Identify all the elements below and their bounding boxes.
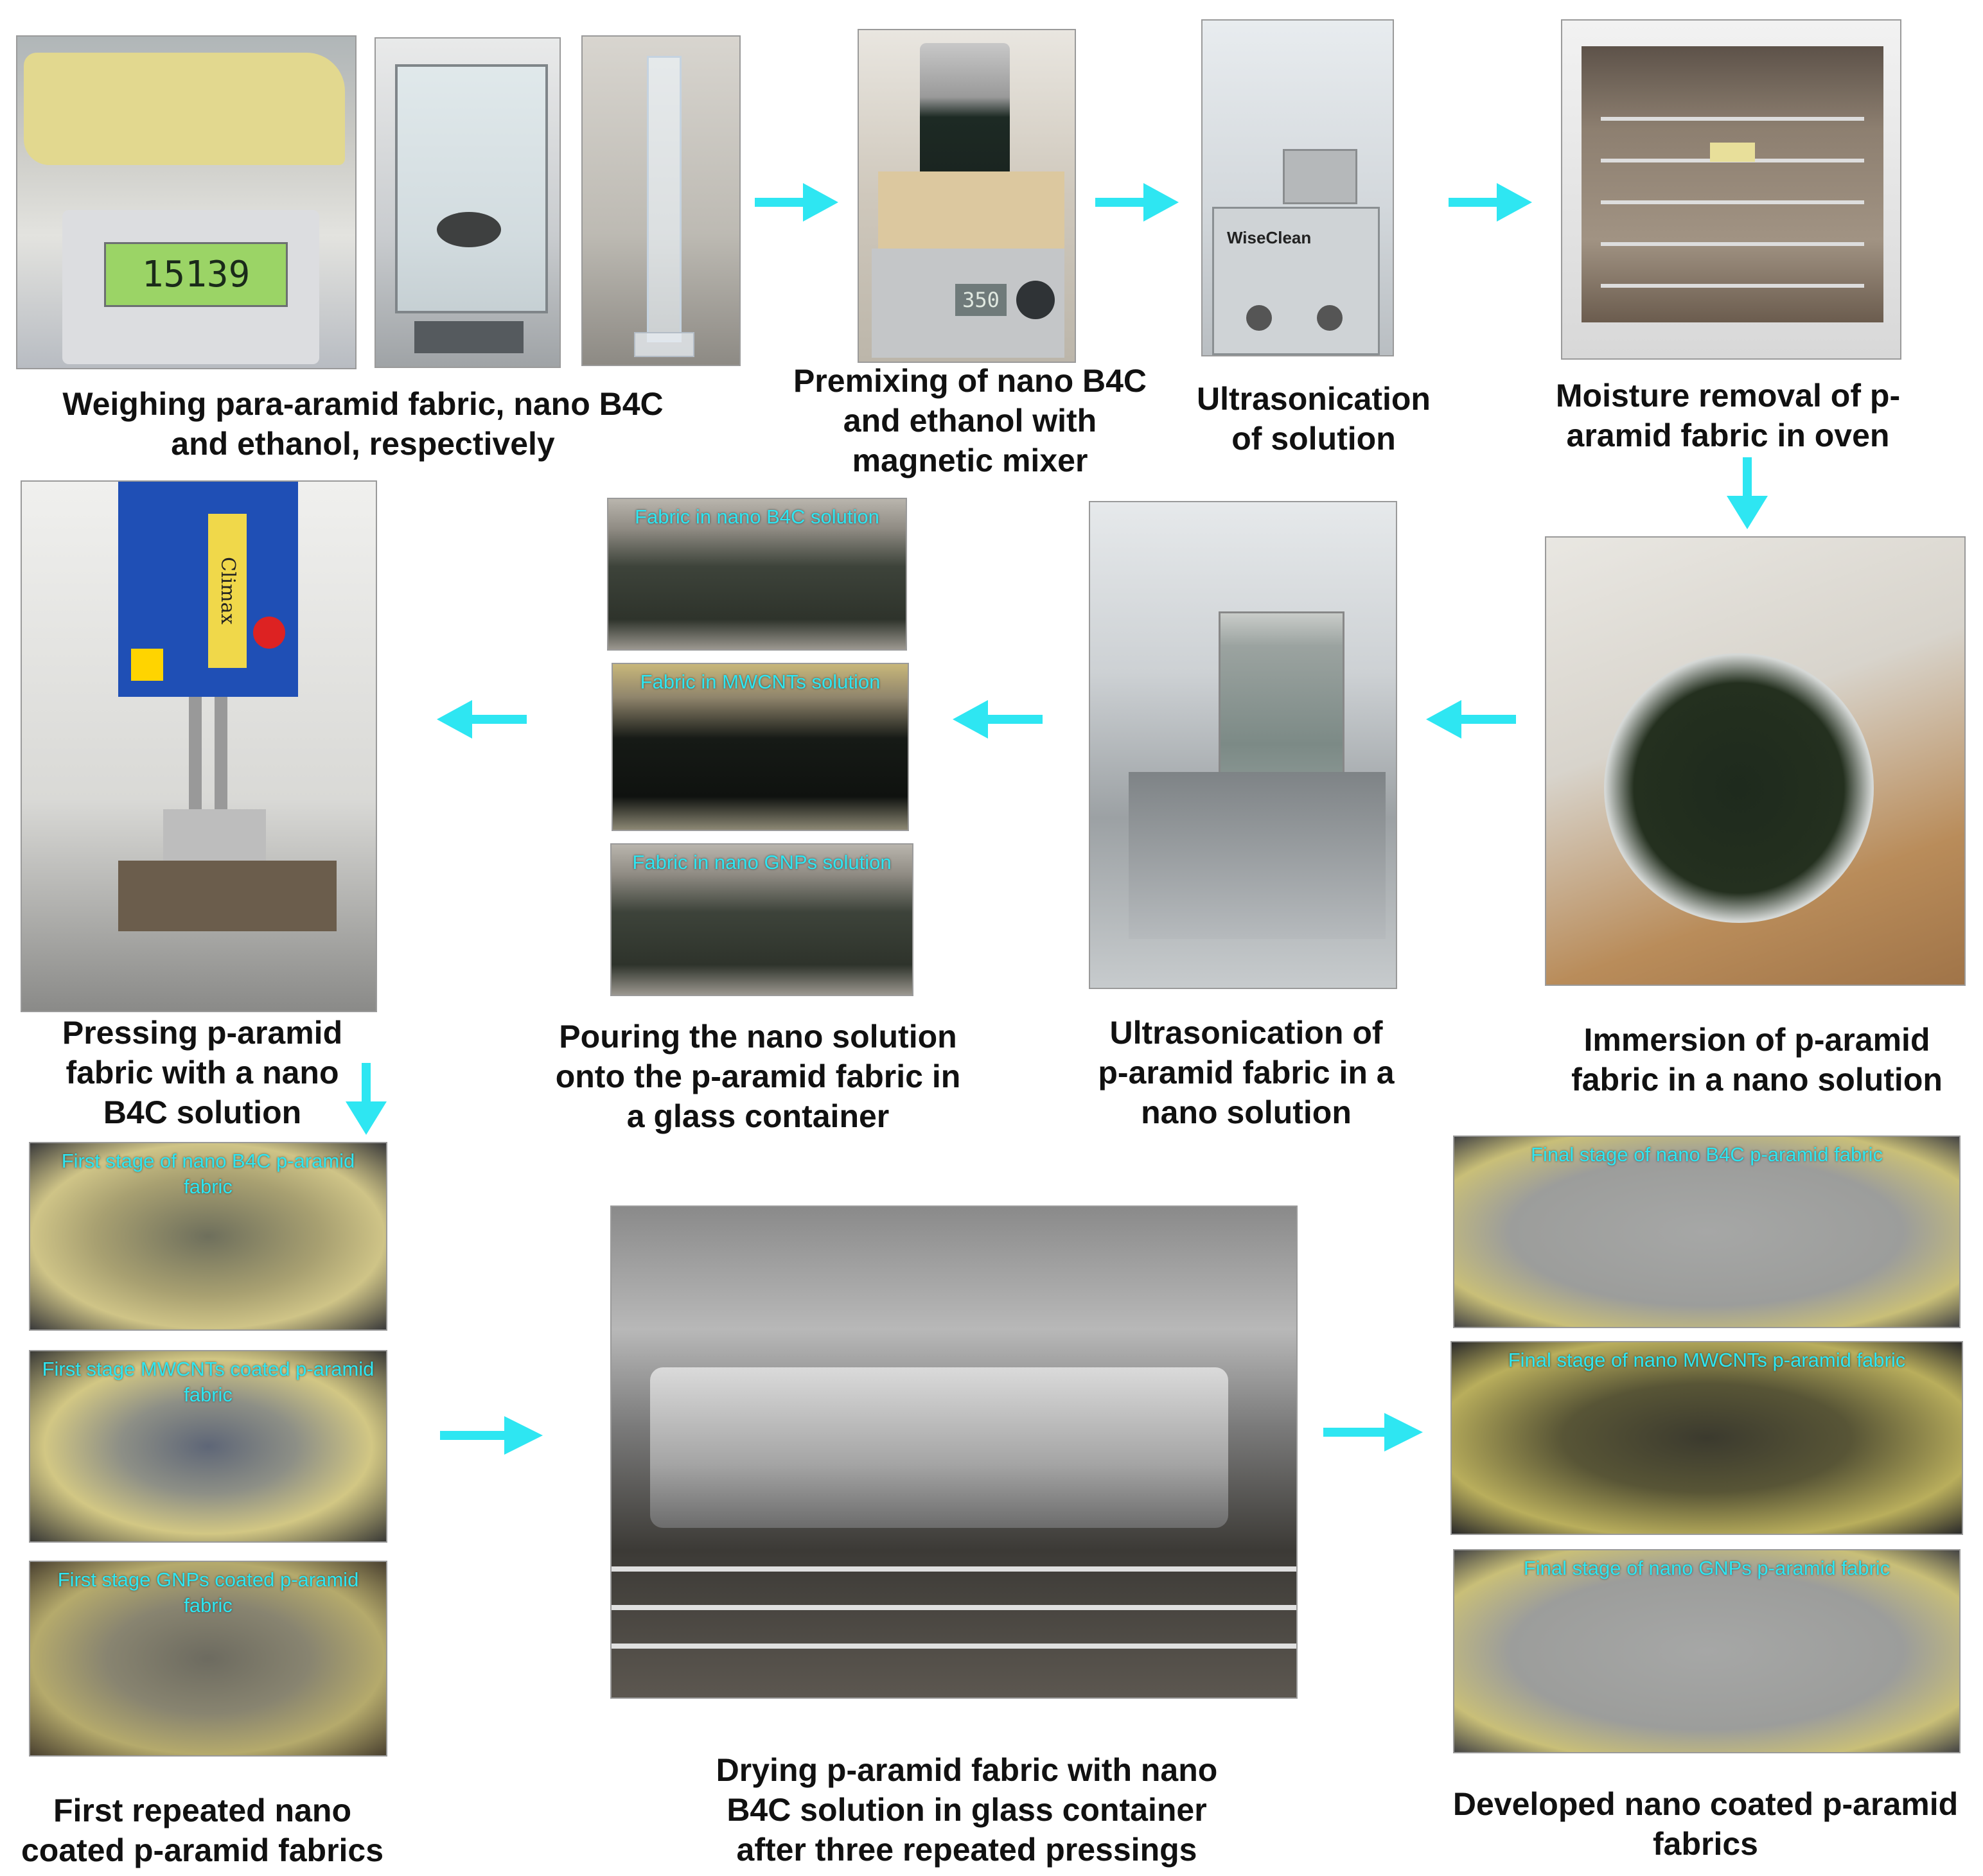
glass-enclosure — [395, 64, 548, 313]
photo-first-mwcnts: First stage MWCNTs coated p-aramid fabri… — [29, 1350, 387, 1543]
label-final-gnps: Final stage of nano GNPs p-aramid fabric — [1523, 1557, 1890, 1579]
press-lower-plate — [118, 861, 337, 931]
mixer-knob — [1016, 281, 1055, 319]
oven-chamber — [1582, 46, 1883, 322]
press-plate-foil — [163, 809, 266, 861]
photo-dish-mwcnts: Fabric in MWCNTs solution — [612, 663, 909, 831]
fabric-in-oven — [1710, 143, 1755, 162]
arrow-down-2 — [346, 1063, 387, 1135]
label-dish-b4c: Fabric in nano B4C solution — [635, 505, 879, 528]
caption-drying: Drying p-aramid fabric with nano B4C sol… — [716, 1752, 1218, 1868]
label-first-b4c: First stage of nano B4C p-aramid fabric — [61, 1150, 355, 1198]
photo-immersion-cup — [1545, 536, 1966, 986]
caption-immersion: Immersion of p-aramid fabric in a nano s… — [1571, 1022, 1943, 1098]
caption-pouring: Pouring the nano solution onto the p-ara… — [555, 1019, 961, 1134]
label-final-mwcnts: Final stage of nano MWCNTs p-aramid fabr… — [1508, 1349, 1906, 1371]
photo-balance-with-fabric: 15139 — [16, 35, 357, 369]
caption-pressing: Pressing p-aramid fabric with a nano B4C… — [62, 1015, 343, 1130]
cylinder-tube — [647, 56, 682, 342]
cylinder-base — [634, 332, 694, 357]
photo-first-gnps: First stage GNPs coated p-aramid fabric — [29, 1561, 387, 1757]
photo-drying-oven — [610, 1205, 1298, 1699]
bath-brand: WiseClean — [1227, 228, 1312, 247]
power-switch — [131, 649, 163, 681]
photo-ultrasonic-fabric — [1089, 501, 1397, 989]
photo-dish-gnps: Fabric in nano GNPs solution — [610, 843, 913, 996]
balance-base — [414, 321, 524, 353]
photo-dish-b4c: Fabric in nano B4C solution — [607, 498, 907, 651]
balance-display: 15139 — [104, 242, 288, 307]
photo-ultrasonic-bath: WiseClean — [1201, 19, 1394, 356]
foil-covered-beaker — [1283, 149, 1357, 204]
fabric-sample — [24, 53, 345, 165]
photo-final-b4c: Final stage of nano B4C p-aramid fabric — [1453, 1135, 1961, 1328]
caption-moisture-removal: Moisture removal of p- aramid fabric in … — [1555, 378, 1901, 453]
press-control-box: Climax — [118, 482, 298, 697]
emergency-stop — [253, 617, 285, 649]
beaker-dark-solution — [920, 43, 1010, 178]
arrow-right-5 — [1323, 1413, 1423, 1451]
photo-graduated-cylinder — [581, 35, 741, 366]
caption-ultrasonication-solution: Ultrasonication of solution — [1197, 381, 1431, 457]
photo-magnetic-mixer: 350 — [858, 29, 1076, 363]
cup-dark-solution — [1604, 653, 1874, 923]
arrow-left-3 — [437, 700, 527, 739]
photo-press-machine: Climax — [21, 480, 377, 1012]
photo-oven — [1561, 19, 1901, 360]
arrow-right-1 — [755, 183, 838, 222]
label-final-b4c: Final stage of nano B4C p-aramid fabric — [1531, 1143, 1883, 1166]
label-first-gnps: First stage GNPs coated p-aramid fabric — [57, 1568, 359, 1617]
caption-ultrasonication-fabric: Ultrasonication of p-aramid fabric in a … — [1098, 1015, 1395, 1130]
label-dish-mwcnts: Fabric in MWCNTs solution — [640, 671, 881, 693]
caption-premixing: Premixing of nano B4C and ethanol with m… — [793, 363, 1147, 478]
foil-covered-container — [650, 1367, 1228, 1528]
bath-knob-right — [1317, 305, 1343, 331]
caption-developed: Developed nano coated p-aramid fabrics — [1452, 1786, 1959, 1862]
weighing-pan — [437, 212, 501, 247]
arrow-right-2 — [1095, 183, 1179, 222]
bath-knob-left — [1246, 305, 1272, 331]
arrow-left-1 — [1426, 700, 1516, 739]
mixer-display: 350 — [955, 284, 1007, 316]
bath-basket — [1129, 772, 1386, 939]
photo-analytical-balance — [375, 37, 561, 368]
label-first-mwcnts: First stage MWCNTs coated p-aramid fabri… — [42, 1358, 375, 1406]
hot-plate — [878, 171, 1064, 249]
arrow-right-3 — [1449, 183, 1532, 222]
caption-first-repeated: First repeated nano coated p-aramid fabr… — [21, 1793, 384, 1868]
caption-weighing: Weighing para-aramid fabric, nano B4C an… — [62, 386, 664, 462]
arrow-left-2 — [953, 700, 1043, 739]
photo-first-b4c: First stage of nano B4C p-aramid fabric — [29, 1142, 387, 1331]
arrow-right-4 — [440, 1416, 543, 1455]
photo-final-mwcnts: Final stage of nano MWCNTs p-aramid fabr… — [1450, 1341, 1963, 1535]
label-dish-gnps: Fabric in nano GNPs solution — [632, 851, 892, 873]
arrow-down-1 — [1727, 457, 1768, 529]
bath-body: WiseClean — [1212, 207, 1380, 355]
photo-final-gnps: Final stage of nano GNPs p-aramid fabric — [1453, 1549, 1961, 1753]
press-brand-label: Climax — [208, 514, 247, 668]
